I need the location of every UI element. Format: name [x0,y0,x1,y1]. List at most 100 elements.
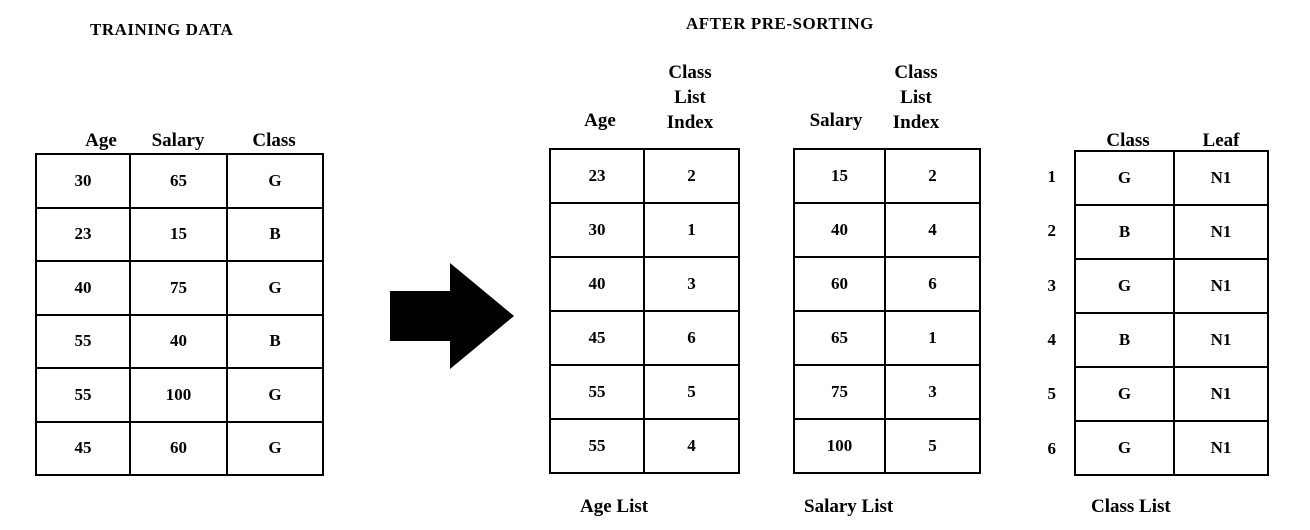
age-list-cell-age: 55 [549,418,645,474]
salary-list-cell-salary: 100 [793,418,886,474]
salary-list-caption: Salary List [804,496,894,517]
salary-list-cell-salary: 65 [793,310,886,366]
class-list-row-number: 1 [1047,167,1057,186]
class-list-cell-class: G [1074,366,1175,422]
class-list-header-leaf: Leaf [1202,130,1240,151]
age-list-header-age: Age [584,110,616,131]
class-list-cell-class: G [1074,420,1175,476]
training-cell-salary: 75 [129,260,228,316]
class-list-cell-class: B [1074,312,1175,368]
after-pre-sorting-title: AFTER PRE-SORTING [686,14,874,33]
training-cell-class: B [226,206,324,262]
salary-list-cell-class-list-index: 4 [884,202,981,258]
salary-list-cell-class-list-index: 1 [884,310,981,366]
training-cell-salary: 40 [129,313,228,369]
training-cell-class: B [226,313,324,369]
right-arrow-shape [390,263,514,369]
class-list-cell-leaf: N1 [1173,258,1269,314]
class-list-row-number: 3 [1047,275,1057,295]
class-list-header-class: Class [1106,130,1150,151]
training-header-age: Age [85,130,117,151]
age-list-cell-age: 40 [549,256,645,312]
class-list-row-number: 4 [1047,330,1057,349]
age-list-cell-age: 30 [549,202,645,258]
age-list-cell-class-list-index: 3 [643,256,740,312]
class-list-cell-class: G [1074,150,1175,206]
training-cell-age: 23 [35,206,131,262]
salary-list-cell-class-list-index: 3 [884,364,981,420]
training-cell-salary: 100 [129,367,228,423]
training-cell-class: G [226,367,324,423]
training-cell-class: G [226,420,324,476]
training-data-title: TRAINING DATA [90,20,234,39]
training-header-class: Class [252,130,296,151]
training-cell-age: 45 [35,420,131,476]
age-list-cell-class-list-index: 2 [643,148,740,204]
age-list-caption: Age List [580,496,649,517]
training-header-salary: Salary [151,130,205,151]
class-list-cell-leaf: N1 [1173,312,1269,368]
age-list-cell-class-list-index: 5 [643,364,740,420]
training-cell-salary: 65 [129,153,228,209]
salary-list-cell-salary: 15 [793,148,886,204]
salary-list-cell-class-list-index: 2 [884,148,981,204]
class-list-cell-class: G [1074,258,1175,314]
age-list-index-header-line-1: Class [668,62,712,83]
training-cell-age: 55 [35,313,131,369]
age-list-cell-class-list-index: 1 [643,202,740,258]
salary-list-index-header: Class List Index [868,60,964,135]
salary-list-header-salary: Salary [809,110,863,131]
right-arrow-icon [390,263,514,369]
salary-list-cell-salary: 60 [793,256,886,312]
age-list-cell-age: 23 [549,148,645,204]
age-list-cell-age: 45 [549,310,645,366]
salary-list-cell-class-list-index: 6 [884,256,981,312]
class-list-caption: Class List [1091,496,1171,517]
training-cell-class: G [226,153,324,209]
training-cell-age: 30 [35,153,131,209]
class-list-cell-leaf: N1 [1173,204,1269,260]
age-list-index-header-line-2: List [674,87,706,108]
age-list-index-header: Class List Index [642,60,738,135]
age-list-cell-age: 55 [549,364,645,420]
training-cell-salary: 60 [129,420,228,476]
salary-list-index-header-line-3: Index [892,112,940,133]
salary-list-index-header-line-1: Class [894,62,938,83]
salary-list-cell-salary: 40 [793,202,886,258]
class-list-cell-class: B [1074,204,1175,260]
training-cell-class: G [226,260,324,316]
class-list-cell-leaf: N1 [1173,420,1269,476]
training-cell-age: 40 [35,260,131,316]
salary-list-cell-class-list-index: 5 [884,418,981,474]
class-list-cell-leaf: N1 [1173,366,1269,422]
class-list-row-number: 2 [1047,221,1057,241]
class-list-cell-leaf: N1 [1173,150,1269,206]
